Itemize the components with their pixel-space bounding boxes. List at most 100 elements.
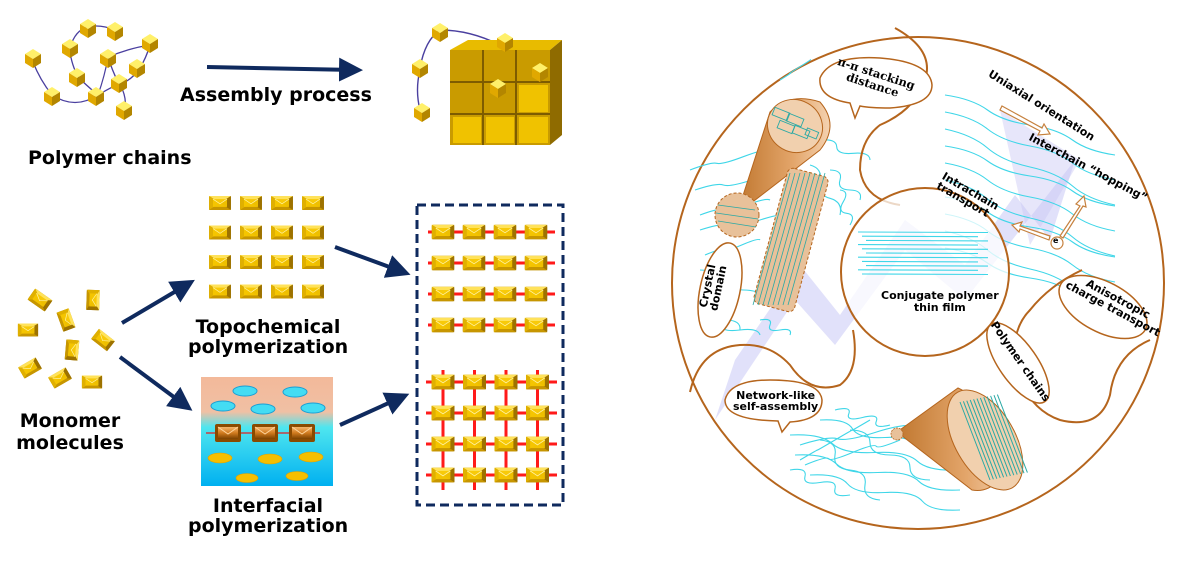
topochemical-label-line2: polymerization: [188, 336, 349, 358]
monomer-block: [270, 195, 294, 211]
network-unit: [525, 436, 550, 452]
stacked-chain-line: [986, 396, 1018, 475]
network-unit: [494, 405, 518, 421]
topochemical-polymerization-label: Topochemical polymerization: [188, 318, 348, 357]
polymer-unit: [462, 255, 486, 271]
crystal-chain-line: [782, 172, 821, 306]
polymer-unit: [524, 317, 548, 333]
film-chain-line: [865, 239, 989, 242]
polymer-unit: [493, 224, 517, 240]
interfacial-illustration: [201, 377, 333, 486]
film-chain-line: [861, 235, 979, 238]
film-chain-line: [865, 265, 989, 267]
arrow-to-topochemical: [120, 279, 195, 325]
crystal-chain-line: [767, 172, 806, 306]
stacked-chain-line: [959, 401, 991, 481]
film-chain-line: [861, 273, 989, 276]
polymer-fiber: [829, 169, 862, 201]
polymer-unit: [462, 224, 486, 240]
aligned-fiber: [944, 179, 1116, 257]
film-chain-line: [857, 269, 979, 271]
polymer-chain-illustration: [25, 19, 158, 120]
network-unit: [462, 467, 487, 483]
film-chain-line: [861, 260, 979, 263]
monomer-molecules-illustration: [17, 288, 116, 390]
network-fiber: [809, 474, 961, 511]
monomer-block: [208, 284, 232, 299]
stacked-chain-line: [962, 401, 994, 480]
polymer-fiber: [839, 189, 854, 226]
network-unit: [431, 436, 455, 452]
crystal-chain-line: [752, 172, 791, 306]
network-fiber: [799, 419, 871, 461]
aligned-fiber: [944, 111, 1116, 181]
center-label-line2: thin film: [913, 301, 966, 314]
monomer-label-line1: Monomer: [19, 410, 121, 432]
polymer-fiber: [819, 139, 871, 161]
aligned-fiber: [944, 128, 1116, 206]
aligned-fiber: [944, 162, 1116, 232]
stacked-chain-line: [966, 400, 998, 479]
crystal-chain-line: [762, 172, 801, 306]
polymer-unit: [524, 286, 548, 302]
assembled-cube-illustration: [412, 23, 562, 145]
polymer-chains-label: Polymer chains: [28, 147, 192, 169]
product-frame: [415, 203, 565, 507]
polymer-unit: [493, 255, 517, 271]
monomer-block: [270, 254, 294, 270]
assembly-process-label: Assembly process: [180, 84, 372, 106]
conjugate-polymer-schematic: [671, 27, 1165, 530]
crystal-chain-line: [757, 172, 796, 306]
arrow-interfacial-to-product: [339, 392, 410, 427]
network-unit: [525, 405, 550, 421]
monomer-block: [208, 254, 232, 270]
network-fiber: [804, 439, 901, 466]
monomer-block: [301, 195, 325, 211]
polymer-unit: [431, 224, 455, 240]
stacked-chain-line: [969, 399, 1001, 479]
network-unit: [494, 467, 518, 483]
polymer-fiber: [779, 59, 812, 81]
stacked-chain-line: [996, 394, 1028, 473]
film-chain-line: [857, 256, 989, 259]
network-unit: [525, 374, 550, 390]
film-chain-line: [857, 231, 989, 234]
monomer-block: [239, 195, 263, 211]
network-polymer-grid: [426, 370, 557, 490]
assembly-arrow: [206, 57, 363, 82]
interfacial-label-line2: polymerization: [188, 515, 349, 537]
monomer-label-line2: molecules: [16, 432, 124, 454]
stacked-chain-line: [976, 398, 1008, 477]
film-chain-line: [865, 252, 979, 255]
network-fiber: [849, 429, 931, 481]
network-fiber: [834, 408, 891, 427]
interfacial-polymerization-label: Interfacial polymerization: [188, 497, 348, 536]
network-unit: [462, 436, 487, 452]
crystal-chain-line: [787, 172, 826, 306]
network-unit: [494, 436, 518, 452]
monomer-block: [301, 225, 325, 240]
polymer-unit: [462, 317, 486, 333]
polymer-unit: [431, 317, 455, 333]
stacked-chain-line: [983, 397, 1015, 476]
network-line2: self-assembly: [733, 400, 819, 413]
polymer-fiber: [759, 318, 792, 336]
interfacial-label-line1: Interfacial: [212, 495, 324, 517]
center-label-line1: Conjugate polymer: [881, 289, 999, 302]
network-unit: [462, 405, 487, 421]
polymer-unit: [524, 224, 548, 240]
polymer-unit: [431, 286, 455, 302]
monomer-block: [239, 284, 263, 299]
arrow-to-interfacial: [118, 355, 193, 411]
network-unit: [462, 374, 487, 390]
monomer-block: [270, 225, 294, 240]
network-self-assembly-callout: Network-like self-assembly: [733, 390, 818, 412]
monomer-block: [239, 254, 263, 270]
polymer-unit: [431, 255, 455, 271]
topochemical-grid: [208, 195, 325, 299]
electron-symbol: e: [1053, 236, 1059, 245]
center-label: Conjugate polymer thin film: [881, 290, 999, 313]
polymer-unit: [493, 286, 517, 302]
polymer-unit: [524, 255, 548, 271]
